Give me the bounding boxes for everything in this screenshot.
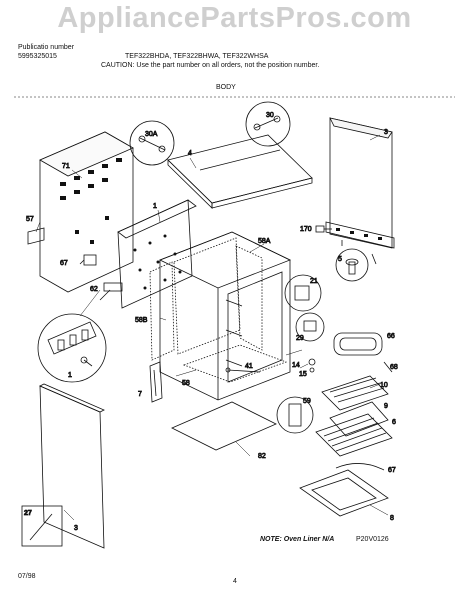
callout-67: 67: [60, 260, 68, 267]
callout-59: 59: [303, 398, 311, 405]
callout-8: 8: [390, 515, 394, 522]
terminal-block-62: [103, 282, 123, 292]
leg-pointers: [341, 240, 377, 265]
part-7: [149, 361, 163, 403]
callout-1: 1: [153, 203, 157, 210]
oven-cavity: [158, 231, 292, 401]
callout-67-lower: 67: [388, 467, 396, 474]
side-panel-right: [325, 117, 395, 249]
print-date: 07/98: [18, 573, 36, 580]
callout-7: 7: [138, 391, 142, 398]
callout-58: 58: [182, 380, 190, 387]
page-number: 4: [233, 578, 237, 585]
callout-66: 66: [387, 333, 395, 340]
caution-text: CAUTION: Use the part number on all orde…: [101, 62, 320, 69]
callout-71: 71: [62, 163, 70, 170]
part-41: [225, 367, 261, 373]
callout-63: 1: [68, 372, 72, 379]
callout-5: 5: [338, 256, 342, 263]
publication-number: 5995325015: [18, 53, 57, 60]
callout-6: 6: [392, 419, 396, 426]
insulation-58a: [173, 237, 263, 355]
detail-circle-30: [245, 101, 291, 147]
callout-58a: 58A: [258, 238, 271, 245]
callout-21: 21: [310, 278, 318, 285]
publication-label: Publicatio number: [18, 44, 75, 51]
callout-58b: 58B: [135, 317, 148, 324]
top-panel-4: [167, 134, 313, 209]
screw-14: [308, 358, 316, 366]
callout-14: 14: [292, 362, 300, 369]
detail-circle-59: [276, 396, 314, 434]
diagram-id: P20V0126: [356, 536, 389, 543]
callout-30a: 30A: [145, 131, 158, 138]
oven-liner-note: NOTE: Oven Liner N/A: [260, 536, 335, 543]
callout-62: 62: [90, 286, 98, 293]
screw-15: [309, 367, 315, 373]
broil-pan-10: [321, 375, 389, 411]
rear-panel: [39, 131, 134, 293]
callout-30: 30: [266, 112, 274, 119]
section-title: BODY: [216, 84, 236, 91]
callout-68: 68: [390, 364, 398, 371]
callout-10: 10: [380, 382, 388, 389]
bracket-57: [27, 227, 45, 245]
pointer-68: [383, 361, 393, 373]
bake-element-66: [333, 332, 383, 356]
screw-170: [315, 225, 332, 233]
callout-3-door: 3: [74, 525, 78, 532]
callout-170: 170: [300, 226, 312, 233]
callout-57: 57: [26, 216, 34, 223]
insulation-side-1: [117, 199, 197, 309]
insulation-58: [182, 344, 288, 383]
detail-box-27: [21, 505, 63, 547]
detail-circle-29: [295, 312, 325, 342]
oven-rack-6: [315, 413, 393, 457]
part-8: [299, 469, 389, 517]
callout-15: 15: [299, 371, 307, 378]
model-numbers: TEF322BHDA, TEF322BHWA, TEF322WHSA: [125, 53, 269, 60]
callout-27: 27: [24, 510, 32, 517]
leveling-leg-5-detail: [335, 248, 369, 282]
detail-circle-21: [284, 274, 322, 312]
element-67: [335, 463, 385, 471]
insulation-58b: [149, 261, 175, 361]
part-67: [83, 254, 97, 266]
terminal-detail-circle: [37, 313, 107, 383]
callout-4: 4: [188, 150, 192, 157]
leader-lines: [35, 134, 389, 521]
callout-9: 9: [384, 403, 388, 410]
bottom-panel-82: [171, 401, 277, 451]
callout-41: 41: [245, 363, 253, 370]
callout-3: 3: [384, 129, 388, 136]
detail-circle-30a: [129, 120, 175, 166]
watermark: AppliancePartsPros.com: [57, 2, 412, 34]
callout-82: 82: [258, 453, 266, 460]
callout-29: 29: [296, 335, 304, 342]
door-panel-2: [39, 383, 105, 549]
